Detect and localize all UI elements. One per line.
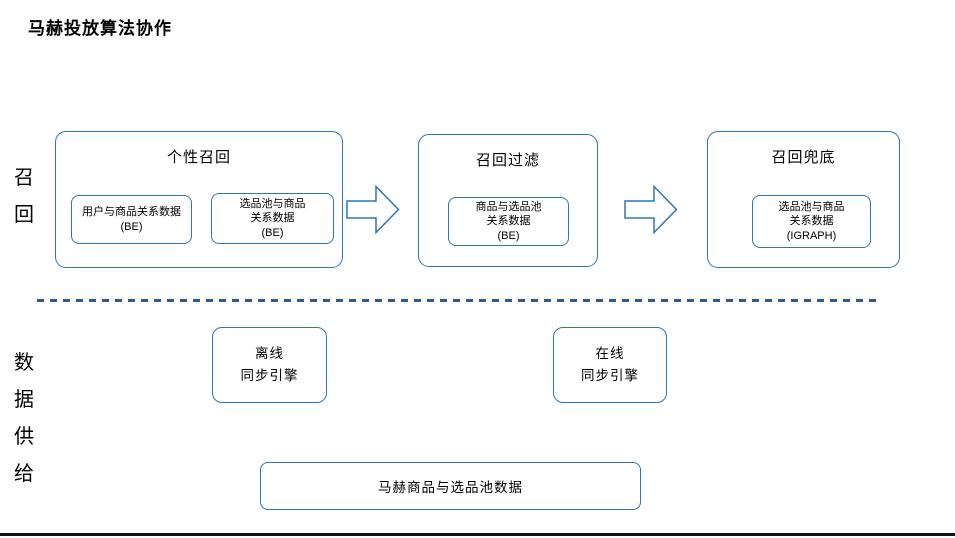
data-node-user-product-be: 用户与商品关系数据 (BE): [71, 195, 192, 244]
engine-line: 同步引擎: [240, 368, 299, 383]
group-box-recall-fallback: 召回兜底 选品池与商品 关系数据 (IGRAPH): [707, 131, 900, 268]
group-box-personal-recall: 个性召回 用户与商品关系数据 (BE) 选品池与商品 关系数据 (BE): [55, 131, 343, 268]
group-box-recall-filter: 召回过滤 商品与选品池 关系数据 (BE): [418, 134, 598, 267]
flow-arrow-right-icon: [346, 185, 400, 234]
recall-section-label: 召回: [14, 167, 34, 226]
data-node-pool-product-be: 选品池与商品 关系数据 (BE): [211, 193, 334, 244]
data-node-line: 商品与选品池: [475, 200, 542, 213]
online-sync-engine-box: 在线 同步引擎: [553, 327, 667, 403]
offline-sync-engine-box: 离线 同步引擎: [212, 327, 327, 403]
group-title: 召回兜底: [771, 149, 836, 166]
data-node-line: 关系数据: [486, 215, 531, 228]
page-title: 马赫投放算法协作: [28, 19, 172, 38]
data-node-line: (BE): [120, 220, 143, 233]
data-node-line: 选品池与商品: [239, 197, 306, 210]
data-node-line: 关系数据: [789, 215, 834, 228]
data-node-line: 用户与商品关系数据: [82, 206, 181, 218]
engine-line: 离线: [255, 346, 284, 361]
footer-rule: [0, 533, 955, 536]
data-node-product-pool-be: 商品与选品池 关系数据 (BE): [448, 197, 569, 246]
group-title: 个性召回: [166, 149, 231, 166]
data-node-line: (IGRAPH): [786, 229, 837, 242]
section-divider-dashed-line: [37, 299, 880, 302]
flow-arrow-right-icon: [624, 185, 678, 234]
engine-line: 在线: [595, 346, 625, 361]
engine-line: 同步引擎: [581, 368, 639, 383]
data-node-line: 选品池与商品: [778, 200, 845, 213]
data-source-box: 马赫商品与选品池数据: [260, 462, 641, 510]
data-node-line: 关系数据: [250, 212, 295, 225]
data-node-line: (BE): [497, 229, 520, 242]
data-source-label: 马赫商品与选品池数据: [378, 480, 523, 495]
data-node-pool-product-igraph: 选品池与商品 关系数据 (IGRAPH): [752, 195, 871, 248]
group-title: 召回过滤: [475, 152, 540, 169]
data-node-line: (BE): [261, 226, 284, 239]
data-supply-section-label: 数据供给: [14, 352, 34, 485]
